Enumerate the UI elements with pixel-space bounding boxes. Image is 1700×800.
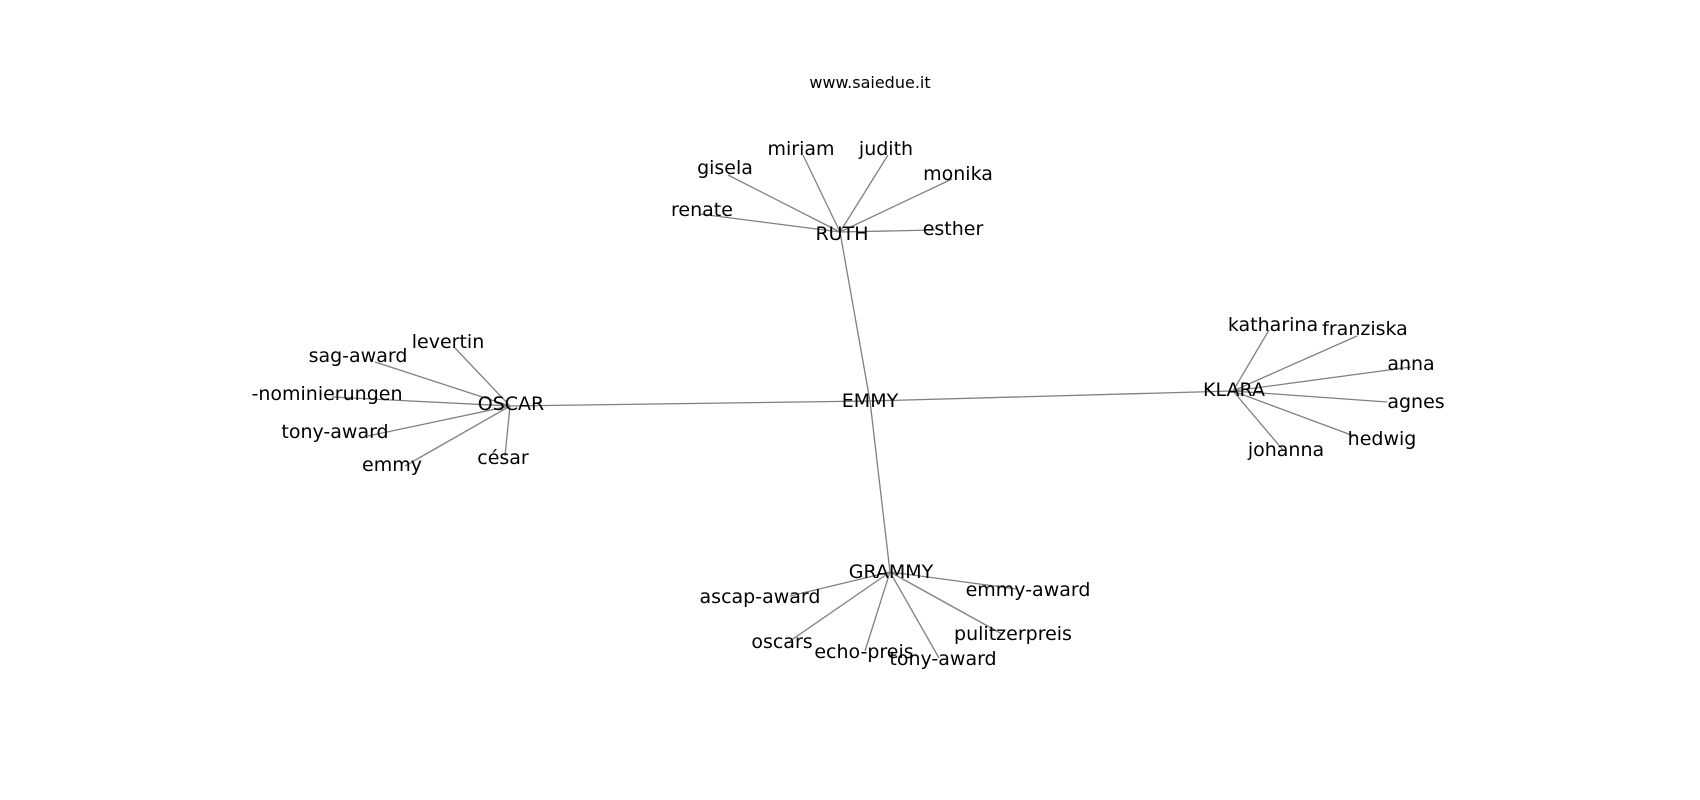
edge-oscar-césar [504, 405, 511, 457]
edge-grammy-ascap-award [789, 571, 891, 597]
edge-ruth-judith [839, 154, 889, 233]
caption-text: www.saiedue.it [809, 73, 930, 92]
node-ruth-miriam: miriam [767, 138, 834, 160]
node-ruth: RUTH [815, 223, 868, 245]
node-oscar-levertin: levertin [412, 331, 484, 353]
node-grammy: GRAMMY [849, 561, 934, 583]
edge-grammy-echo-preis [864, 571, 891, 652]
node-grammy-echo-preis: echo-preis [814, 641, 913, 663]
edge-grammy-pulitzerpreis [889, 571, 1003, 635]
edge-ruth-esther [839, 229, 936, 233]
node-grammy-emmy-award: emmy-award [966, 579, 1091, 601]
edge-emmy-grammy [869, 400, 891, 573]
node-ruth-renate: renate [671, 199, 733, 221]
edge-emmy-oscar [509, 400, 871, 407]
node-grammy-tony-award: tony-award [889, 648, 996, 670]
node-klara-franziska: franziska [1322, 318, 1408, 340]
edge-klara-anna [1232, 366, 1412, 392]
node-klara: KLARA [1203, 379, 1265, 401]
edge-ruth-gisela [727, 174, 841, 233]
node-ruth-gisela: gisela [697, 157, 753, 179]
edge-klara-hedwig [1232, 390, 1355, 437]
edge-oscar-emmy [404, 405, 511, 467]
edge-emmy-klara [869, 390, 1234, 402]
edge-grammy-tony-award [889, 571, 940, 659]
edge-oscar-tony-award [367, 405, 511, 437]
node-oscar-tony-award: tony-award [281, 421, 388, 443]
node-klara-johanna: johanna [1247, 439, 1324, 461]
node-grammy-oscars: oscars [751, 631, 812, 653]
edges-layer [331, 154, 1412, 659]
edge-klara-agnes [1232, 390, 1388, 403]
edge-klara-franziska [1232, 335, 1358, 392]
edge-klara-katharina [1232, 329, 1270, 392]
node-grammy-pulitzerpreis: pulitzerpreis [954, 623, 1072, 645]
node-klara-katharina: katharina [1228, 314, 1318, 336]
node-oscar-nominierungen: -nominierungen [251, 383, 402, 405]
node-ruth-esther: esther [923, 218, 984, 240]
edge-oscar-levertin [454, 347, 511, 407]
edge-ruth-renate [699, 213, 841, 233]
edge-emmy-ruth [839, 231, 871, 402]
node-emmy-center: EMMY [842, 390, 899, 412]
node-oscar-emmy: emmy [362, 454, 422, 476]
edge-klara-johanna [1232, 390, 1284, 451]
node-ruth-judith: judith [858, 138, 913, 160]
edge-ruth-miriam [802, 154, 841, 233]
node-klara-agnes: agnes [1387, 391, 1444, 413]
edge-oscar-nominierungen [331, 396, 511, 407]
edge-oscar-sag-award [374, 361, 511, 407]
node-klara-anna: anna [1387, 353, 1434, 375]
node-oscar-sag-award: sag-award [309, 345, 408, 367]
node-klara-hedwig: hedwig [1348, 428, 1417, 450]
node-grammy-ascap-award: ascap-award [700, 586, 821, 608]
edge-grammy-oscars [789, 571, 891, 642]
edge-ruth-monika [839, 178, 953, 233]
node-oscar-césar: césar [477, 447, 529, 469]
node-ruth-monika: monika [923, 163, 993, 185]
edge-grammy-emmy-award [889, 571, 1018, 590]
node-oscar: OSCAR [478, 393, 544, 415]
